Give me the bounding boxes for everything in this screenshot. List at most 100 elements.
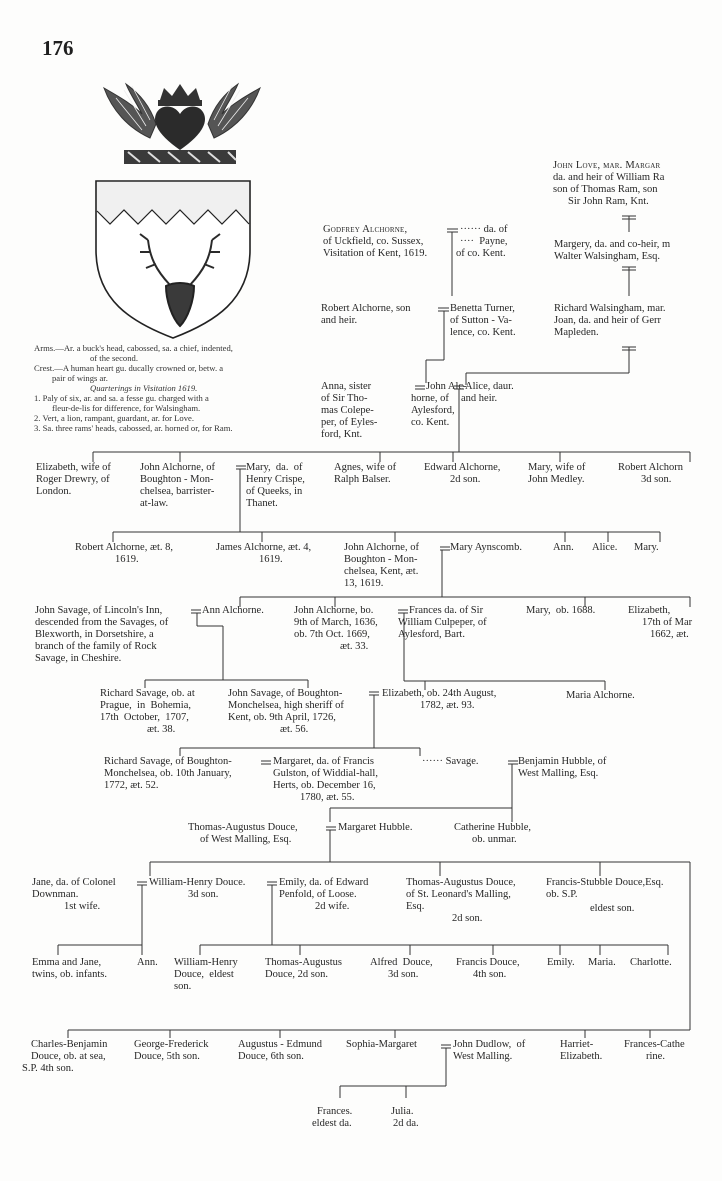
quartering-line: 2. Vert, a lion, rampant, guardant, ar. … bbox=[34, 413, 194, 423]
person-robert-alchorne-aet8: Robert Alchorne, æt. 8, bbox=[75, 542, 173, 553]
crest-line: pair of wings ar. bbox=[52, 373, 108, 383]
person-thomas-augustus-douce-2d: Thomas-Augustus bbox=[265, 957, 342, 968]
text-line: Aylesford, bbox=[411, 405, 455, 416]
text-line: Downman. bbox=[32, 889, 79, 900]
person-mary-medley: Mary, wife of bbox=[528, 462, 586, 473]
text-line: lence, co. Kent. bbox=[450, 327, 516, 338]
text-line: John Medley. bbox=[528, 474, 585, 485]
text-line: 1662, æt. bbox=[650, 629, 689, 640]
person-francis-stubble-douce: Francis-Stubble Douce,Esq. bbox=[546, 877, 664, 888]
person-agnes: Agnes, wife of bbox=[334, 462, 397, 473]
person-emily-penfold: Emily, da. of Edward bbox=[279, 877, 369, 888]
person-mary-aynscomb: Mary Aynscomb. bbox=[450, 542, 522, 553]
text-line: Douce, eldest bbox=[174, 969, 234, 980]
text-line: ford, Knt. bbox=[321, 429, 363, 440]
person-benetta-turner: Benetta Turner, bbox=[450, 303, 515, 314]
person-ann-alchorne: Ann Alchorne. bbox=[202, 605, 264, 616]
text-line: horne, of bbox=[411, 393, 449, 404]
text-line: Esq. bbox=[406, 901, 425, 912]
person-francis-douce: Francis Douce, bbox=[456, 957, 520, 968]
text-line: Aylesford, Bart. bbox=[398, 629, 465, 640]
text-line: 1st wife. bbox=[64, 901, 101, 912]
shield-icon bbox=[95, 180, 251, 339]
person-richard-walsingham: Richard Walsingham, mar. bbox=[554, 303, 666, 314]
text-line: S.P. 4th son. bbox=[22, 1063, 74, 1074]
text-line: Herts, ob. December 16, bbox=[273, 780, 376, 791]
text-line: and heir. bbox=[321, 315, 358, 326]
person-alice: Alice, daur. bbox=[465, 381, 514, 392]
text-line: 3d son. bbox=[641, 474, 672, 485]
text-line: æt. 56. bbox=[280, 724, 309, 735]
text-line: Elizabeth. bbox=[560, 1051, 603, 1062]
person-charles-benjamin-douce: Charles-Benjamin bbox=[31, 1039, 108, 1050]
text-line: ob. S.P. bbox=[546, 889, 578, 900]
crowned-heart-icon bbox=[155, 84, 205, 150]
person-charlotte: Charlotte. bbox=[630, 957, 672, 968]
text-line: Walter Walsingham, Esq. bbox=[554, 251, 661, 262]
text-line: London. bbox=[36, 486, 72, 497]
person-thomas-augustus-douce: Thomas-Augustus Douce, bbox=[188, 822, 298, 833]
person-margaret-hubble: Margaret Hubble. bbox=[338, 822, 413, 833]
person-emily-9: Emily. bbox=[547, 957, 575, 968]
person-frances-culpeper: Frances da. of Sir bbox=[409, 605, 484, 616]
text-line: Thanet. bbox=[246, 498, 278, 509]
text-line: Savage, in Cheshire. bbox=[35, 653, 122, 664]
person-john-alchorne-barrister: John Alchorne, of bbox=[140, 462, 215, 473]
text-line: æt. 38. bbox=[147, 724, 176, 735]
arms-description: Arms.—Ar. a buck's head, cabossed, sa. a… bbox=[34, 343, 324, 433]
text-line: 1619. bbox=[115, 554, 139, 565]
buck-head-icon bbox=[139, 233, 221, 328]
text-line: rine. bbox=[646, 1051, 665, 1062]
text-line: at-law. bbox=[140, 498, 169, 509]
person-john-alchorne-aet13: John Alchorne, of bbox=[344, 542, 419, 553]
text-line: Monchelsea, high sheriff of bbox=[228, 700, 344, 711]
text-line: Douce, 5th son. bbox=[134, 1051, 200, 1062]
text-line: Penfold, of Loose. bbox=[279, 889, 357, 900]
person-mary-1688: Mary, ob. 1688. bbox=[526, 605, 596, 616]
text-line: 13, 1619. bbox=[344, 578, 384, 589]
text-line: 2d son. bbox=[452, 913, 483, 924]
text-line: mas Colepe- bbox=[321, 405, 374, 416]
text-line: of Sir Tho- bbox=[321, 393, 368, 404]
text-line: Boughton - Mon- bbox=[140, 474, 214, 485]
person-james-alchorne: James Alchorne, æt. 4, bbox=[216, 542, 312, 553]
person-jane-downman: Jane, da. of Colonel bbox=[32, 877, 116, 888]
text-line: 17th October, 1707, bbox=[100, 712, 189, 723]
person-emma-and-jane: Emma and Jane, bbox=[32, 957, 102, 968]
person-catherine-hubble: Catherine Hubble, bbox=[454, 822, 531, 833]
person-alfred-douce: Alfred Douce, bbox=[370, 957, 433, 968]
page-number: 176 bbox=[42, 36, 74, 60]
person-anna: Anna, sister bbox=[321, 381, 372, 392]
text-line: Roger Drewry, of bbox=[36, 474, 110, 485]
crest-wreath-icon bbox=[124, 150, 237, 164]
person-william-henry-douce: William-Henry Douce. bbox=[149, 877, 246, 888]
name-line: John Love, mar. Margar bbox=[553, 160, 661, 171]
text-line: 1619. bbox=[259, 554, 283, 565]
text-line: 9th of March, 1636, bbox=[294, 617, 378, 628]
person-thomas-augustus-douce-2: Thomas-Augustus Douce, bbox=[406, 877, 516, 888]
person-ann-9: Ann. bbox=[137, 957, 158, 968]
text-line: 3d son. bbox=[388, 969, 419, 980]
text-line: eldest da. bbox=[312, 1118, 352, 1129]
text-line: 2d da. bbox=[393, 1118, 419, 1129]
person-john-love: John Love, mar. Margar bbox=[553, 160, 660, 172]
text-line: co. Kent. bbox=[411, 417, 450, 428]
person-payne: ······ da. of bbox=[460, 224, 508, 235]
person-mary-3: Mary. bbox=[634, 542, 659, 553]
person-frances-catherine: Frances-Cathe bbox=[624, 1039, 685, 1050]
text-line: Douce, 6th son. bbox=[238, 1051, 304, 1062]
crest-wings-icon bbox=[103, 82, 261, 139]
text-line: Douce, 2d son. bbox=[265, 969, 328, 980]
text-line: Henry Crispe, bbox=[246, 474, 305, 485]
quartering-line: 3. Sa. three rams' heads, cabossed, ar. … bbox=[34, 423, 233, 433]
text-line: descended from the Savages, of bbox=[35, 617, 169, 628]
text-line: branch of the family of Rock bbox=[35, 641, 157, 652]
text-line: of West Malling, Esq. bbox=[200, 834, 292, 845]
person-margery: Margery, da. and co-heir, m bbox=[554, 239, 671, 250]
person-augustus-edmund-douce: Augustus - Edmund bbox=[238, 1039, 322, 1050]
text-line: West Malling, Esq. bbox=[518, 768, 599, 779]
person-robert-alchorne-3d: Robert Alchorn bbox=[618, 462, 684, 473]
text-line: and heir. bbox=[461, 393, 498, 404]
text-line: ···· Payne, bbox=[460, 236, 508, 247]
person-elizabeth-drewry: Elizabeth, wife of bbox=[36, 462, 111, 473]
